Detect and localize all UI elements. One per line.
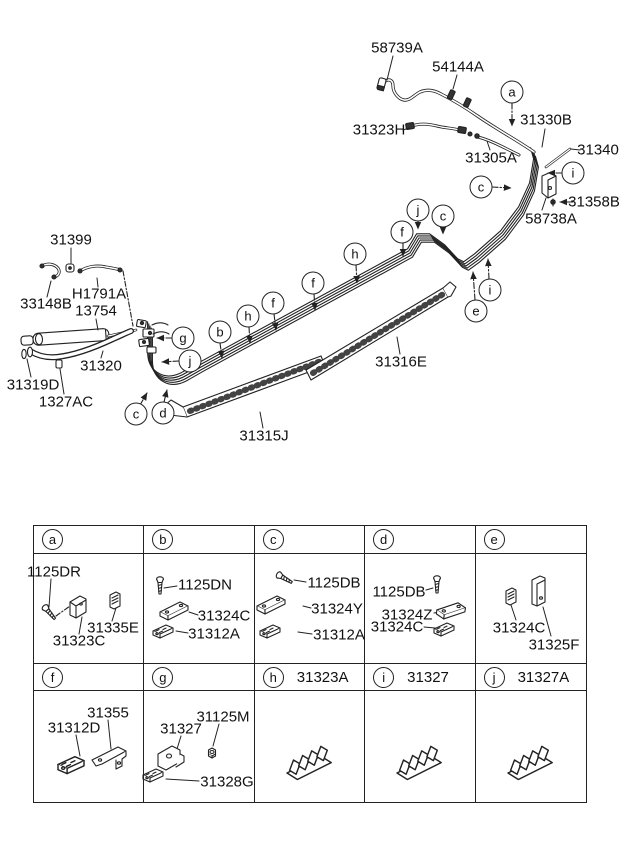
- fuel-line-bundle: [147, 147, 539, 385]
- legend-body-j: [476, 691, 586, 802]
- bracket-58738A: [541, 171, 557, 199]
- leader-lines: [26, 55, 581, 782]
- header-part-number: 31327A: [517, 668, 570, 686]
- clamp-icon: [462, 97, 472, 109]
- cell-letter-badge-i: i: [373, 666, 395, 688]
- header-part-number: 31327: [407, 668, 449, 686]
- legend-body-e: [475, 554, 586, 664]
- legend-body-b: [144, 554, 255, 664]
- cell-letter-badge-j: j: [483, 666, 505, 688]
- legend-header-c: c: [254, 526, 366, 554]
- protector-rail-31315J: [163, 355, 326, 418]
- legend-header-g: g: [144, 664, 255, 691]
- legend-header-j: j 31327A: [475, 664, 586, 691]
- hose-H1791A: [77, 264, 123, 274]
- legend-body-g: [144, 691, 255, 802]
- cell-letter-badge-h: h: [262, 666, 284, 688]
- clamp-54144A-icon: [446, 89, 456, 101]
- tube-end-fitting: [376, 84, 385, 92]
- legend-header-b: b: [144, 526, 255, 554]
- legend-header-d: d: [365, 526, 476, 554]
- hose-33148B: [39, 262, 61, 280]
- grommet-31319D-icon: [21, 348, 27, 360]
- header-part-number: 31323A: [296, 668, 349, 686]
- cell-letter-badge-c: c: [262, 529, 284, 550]
- legend-table: a b c d e f g h 31323A i 31327 j 31327A: [33, 525, 587, 803]
- legend-body-i: [365, 691, 476, 802]
- bolt-31358B: [550, 198, 556, 207]
- legend-body-h: [255, 691, 366, 802]
- clip-1327AC-icon: [55, 359, 63, 369]
- sub-tubes: [405, 121, 521, 157]
- cell-letter-badge-b: b: [152, 529, 174, 550]
- legend-body-d: [365, 554, 476, 664]
- clamp-31399-icon: [65, 263, 75, 273]
- return-tube-31340: [544, 147, 572, 169]
- construction-lines: [55, 270, 134, 617]
- cell-letter-badge-e: e: [483, 529, 505, 550]
- legend-header-a: a: [34, 526, 145, 554]
- cell-letter-badge-g: g: [152, 666, 174, 688]
- cell-letter-badge-a: a: [42, 529, 63, 550]
- cell-letter-badge-d: d: [373, 529, 395, 550]
- legend-body-a: [34, 554, 145, 664]
- legend-header-i: i 31327: [365, 664, 476, 691]
- union-fittings: [135, 318, 170, 354]
- legend-body-c: [254, 554, 366, 664]
- legend-header-f: f: [34, 664, 145, 691]
- legend-body-f: [34, 691, 145, 802]
- protector-rail-31316E: [305, 281, 457, 381]
- legend-header-e: e: [475, 526, 586, 554]
- legend-header-h: h 31323A: [254, 664, 366, 691]
- cell-letter-badge-f: f: [42, 666, 63, 688]
- filler-pipe-31320: [21, 328, 134, 369]
- vapor-tube: [376, 77, 536, 154]
